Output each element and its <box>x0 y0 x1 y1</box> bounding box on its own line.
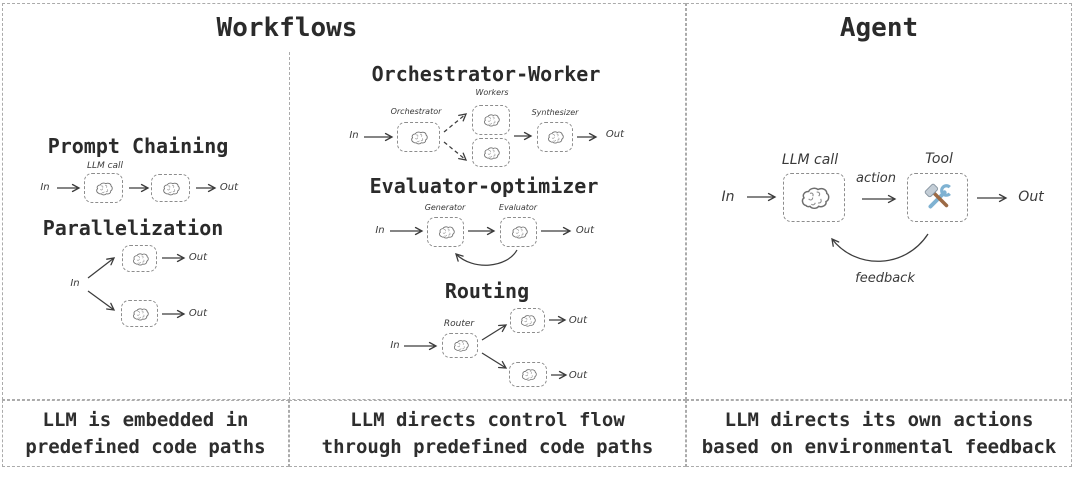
orchestrator-worker-heading: Orchestrator-Worker <box>371 62 601 86</box>
prompt-chaining-heading: Prompt Chaining <box>47 134 229 158</box>
routing-in-label: In <box>390 340 400 351</box>
agent-llm-box <box>783 173 845 222</box>
agent-llm-call-label: LLM call <box>781 152 839 168</box>
parallelization-heading: Parallelization <box>42 216 224 240</box>
worker-box-top <box>472 105 510 135</box>
brain-icon <box>511 226 528 239</box>
synthesizer-label: Synthesizer <box>531 108 579 117</box>
brain-icon <box>132 307 149 320</box>
workflows-column-divider <box>289 52 290 400</box>
orchestrator-worker-in-label: In <box>349 130 359 141</box>
brain-icon <box>453 340 469 352</box>
routing-llm-box-top <box>510 308 545 333</box>
brain-icon <box>548 131 564 144</box>
agent-panel <box>686 3 1072 400</box>
brain-icon <box>411 131 428 144</box>
router-label: Router <box>443 319 475 329</box>
prompt-chaining-llm-box-1 <box>84 173 123 203</box>
agent-tool-label: Tool <box>925 151 953 167</box>
orchestrator-label: Orchestrator <box>390 107 442 116</box>
brain-icon <box>484 146 500 159</box>
agent-action-label: action <box>855 171 896 186</box>
parallelization-out-bottom-label: Out <box>188 308 208 319</box>
orchestrator-worker-out-label: Out <box>605 129 625 140</box>
brain-icon <box>484 114 500 127</box>
routing-out-bottom-label: Out <box>568 370 588 381</box>
prompt-chaining-out-label: Out <box>219 182 239 193</box>
workers-label: Workers <box>475 88 509 97</box>
brain-icon <box>163 182 180 195</box>
generator-label: Generator <box>424 203 466 212</box>
agent-title: Agent <box>839 13 919 43</box>
agent-tool-box <box>907 173 968 222</box>
brain-icon <box>521 369 537 381</box>
brain-icon <box>438 226 455 239</box>
brain-icon <box>132 252 149 265</box>
evaluator-optimizer-in-label: In <box>375 225 385 236</box>
agent-feedback-label: feedback <box>855 271 915 286</box>
generator-box <box>427 217 464 247</box>
prompt-chaining-llm-call-label: LLM call <box>86 161 124 171</box>
workflows-title: Workflows <box>216 13 358 43</box>
agent-out-label: Out <box>1018 189 1044 205</box>
brain-icon <box>801 187 830 210</box>
agent-in-label: In <box>721 189 735 205</box>
routing-out-top-label: Out <box>568 315 588 326</box>
prompt-chaining-in-label: In <box>40 182 50 193</box>
synthesizer-box <box>537 122 573 152</box>
evaluator-label: Evaluator <box>498 203 538 212</box>
parallelization-llm-box-top <box>122 245 157 272</box>
parallelization-out-top-label: Out <box>188 252 208 263</box>
evaluator-optimizer-out-label: Out <box>575 225 595 236</box>
worker-box-bottom <box>472 138 510 167</box>
caption-agent: LLM directs its own actions based on env… <box>686 400 1072 467</box>
workflows-panel <box>2 3 686 400</box>
router-box <box>442 333 478 358</box>
prompt-chaining-llm-box-2 <box>151 174 190 202</box>
parallelization-in-label: In <box>70 278 80 289</box>
evaluator-box <box>500 217 537 247</box>
parallelization-llm-box-bottom <box>121 300 158 327</box>
routing-heading: Routing <box>444 279 530 303</box>
caption-workflows-left: LLM is embedded in predefined code paths <box>2 400 289 467</box>
caption-workflows-middle: LLM directs control flow through predefi… <box>289 400 686 467</box>
evaluator-optimizer-heading: Evaluator-optimizer <box>369 174 599 198</box>
orchestrator-box <box>397 122 440 152</box>
routing-llm-box-bottom <box>509 362 547 387</box>
brain-icon <box>520 315 536 327</box>
brain-icon <box>96 182 113 195</box>
tool-icon <box>921 181 952 208</box>
